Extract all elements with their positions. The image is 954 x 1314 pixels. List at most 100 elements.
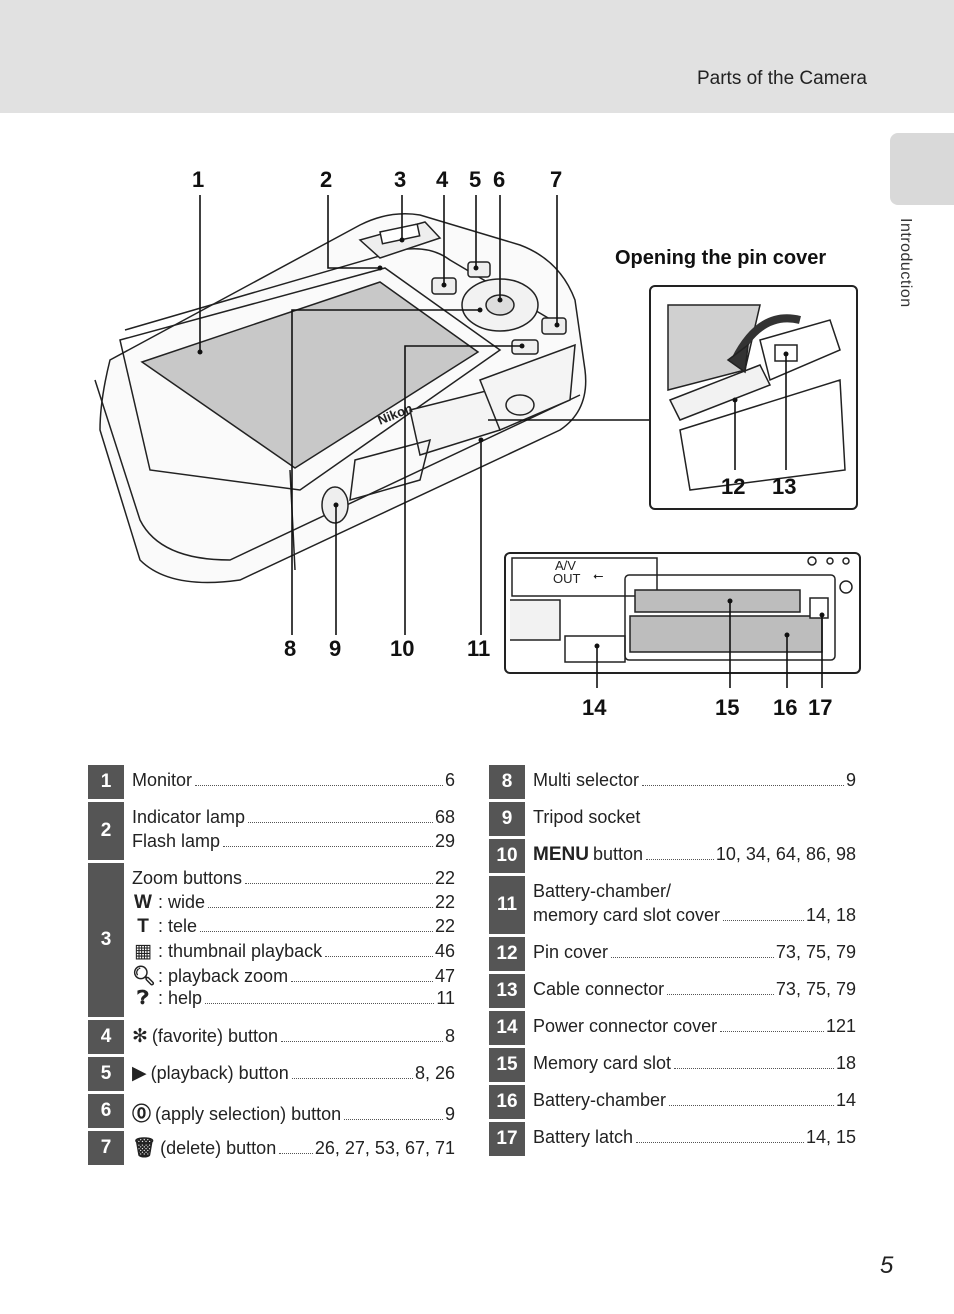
page-reference: 14, 15 bbox=[805, 1127, 856, 1147]
button-symbol-icon: 🔍︎ bbox=[132, 966, 157, 987]
callout-10: 10 bbox=[390, 636, 414, 661]
page-reference: 47 bbox=[434, 966, 455, 986]
callout-3: 3 bbox=[394, 167, 406, 192]
pin-cover-heading: Opening the pin cover bbox=[615, 247, 826, 269]
callout-5: 5 bbox=[469, 167, 481, 192]
dot-leader bbox=[223, 846, 433, 847]
page-reference: 29 bbox=[434, 831, 455, 851]
section-tab-label: Introduction bbox=[897, 218, 914, 308]
part-label: Battery-chamber bbox=[533, 1090, 667, 1110]
callout-6: 6 bbox=[493, 167, 505, 192]
dot-leader bbox=[291, 981, 433, 982]
dot-leader bbox=[248, 822, 433, 823]
part-number: 7 bbox=[88, 1131, 124, 1165]
battery-cover bbox=[479, 343, 576, 431]
part-line: Cable connector 73, 75, 79 bbox=[533, 979, 856, 1003]
page-reference: 9 bbox=[444, 1104, 455, 1124]
part-description: Pin cover 73, 75, 79 bbox=[525, 937, 856, 971]
page-number: 5 bbox=[880, 1252, 894, 1279]
callout-4: 4 bbox=[436, 167, 449, 192]
dot-leader bbox=[636, 1142, 804, 1143]
part-description: Multi selector 9 bbox=[525, 765, 856, 799]
pin-cover-detail bbox=[667, 304, 846, 491]
part-row: 17 Battery latch 14, 15 bbox=[489, 1122, 856, 1156]
part-label: Flash lamp bbox=[132, 831, 221, 851]
part-line: Battery latch 14, 15 bbox=[533, 1127, 856, 1151]
leader-lines bbox=[199, 195, 650, 635]
part-row: 16 Battery-chamber 14 bbox=[489, 1085, 856, 1119]
playback-button bbox=[467, 261, 491, 278]
part-description: Cable connector 73, 75, 79 bbox=[525, 974, 856, 1008]
usb-icon: ⭠ bbox=[593, 568, 603, 583]
part-description: Battery latch 14, 15 bbox=[525, 1122, 856, 1156]
part-number: 16 bbox=[489, 1085, 525, 1119]
part-label: button bbox=[592, 844, 643, 864]
part-label: : playback zoom bbox=[158, 966, 289, 986]
dot-leader bbox=[325, 956, 433, 957]
part-number: 3 bbox=[88, 863, 124, 1017]
part-description: Battery-chamber 14 bbox=[525, 1085, 856, 1119]
av-out-label-2: OUT bbox=[553, 571, 581, 586]
part-label: : help bbox=[158, 988, 203, 1008]
menu-button bbox=[511, 339, 539, 355]
av-out-label: A/V bbox=[555, 558, 576, 573]
callout-1: 1 bbox=[192, 167, 204, 192]
page-reference: 14 bbox=[835, 1090, 856, 1110]
button-symbol-icon: ▶ bbox=[132, 1063, 147, 1084]
part-number: 5 bbox=[88, 1057, 124, 1091]
part-line: Multi selector 9 bbox=[533, 770, 856, 794]
callout-14: 14 bbox=[582, 695, 607, 720]
page-reference: 9 bbox=[845, 770, 856, 790]
page-reference: 73, 75, 79 bbox=[775, 942, 856, 962]
button-symbol-icon: ⓪ bbox=[132, 1104, 152, 1125]
part-label: Indicator lamp bbox=[132, 807, 246, 827]
page-reference: 14, 18 bbox=[805, 905, 856, 925]
callout-12: 12 bbox=[721, 474, 745, 499]
button-symbol-icon: ❓︎ bbox=[137, 988, 149, 1009]
part-line: Battery-chamber/ bbox=[533, 881, 856, 905]
page-reference: 22 bbox=[434, 916, 455, 936]
monitor-screen bbox=[140, 281, 480, 469]
callout-2: 2 bbox=[320, 167, 332, 192]
part-label: Battery latch bbox=[533, 1127, 634, 1147]
page-reference: 6 bbox=[444, 770, 455, 790]
callout-8: 8 bbox=[284, 636, 296, 661]
part-label: Multi selector bbox=[533, 770, 640, 790]
dot-leader bbox=[208, 907, 433, 908]
part-number: 14 bbox=[489, 1011, 525, 1045]
button-symbol-icon: 🗑︎ bbox=[132, 1138, 157, 1159]
part-label: Tripod socket bbox=[533, 807, 641, 827]
dot-leader bbox=[669, 1105, 834, 1106]
part-label: Memory card slot bbox=[533, 1053, 672, 1073]
part-line: Tripod socket bbox=[533, 807, 856, 831]
dot-leader bbox=[611, 957, 774, 958]
callout-16: 16 bbox=[773, 695, 797, 720]
part-number: 11 bbox=[489, 876, 525, 934]
dot-leader bbox=[646, 859, 714, 860]
page-reference: 73, 75, 79 bbox=[775, 979, 856, 999]
part-number: 17 bbox=[489, 1122, 525, 1156]
part-label: Cable connector bbox=[533, 979, 665, 999]
part-label: Pin cover bbox=[533, 942, 609, 962]
